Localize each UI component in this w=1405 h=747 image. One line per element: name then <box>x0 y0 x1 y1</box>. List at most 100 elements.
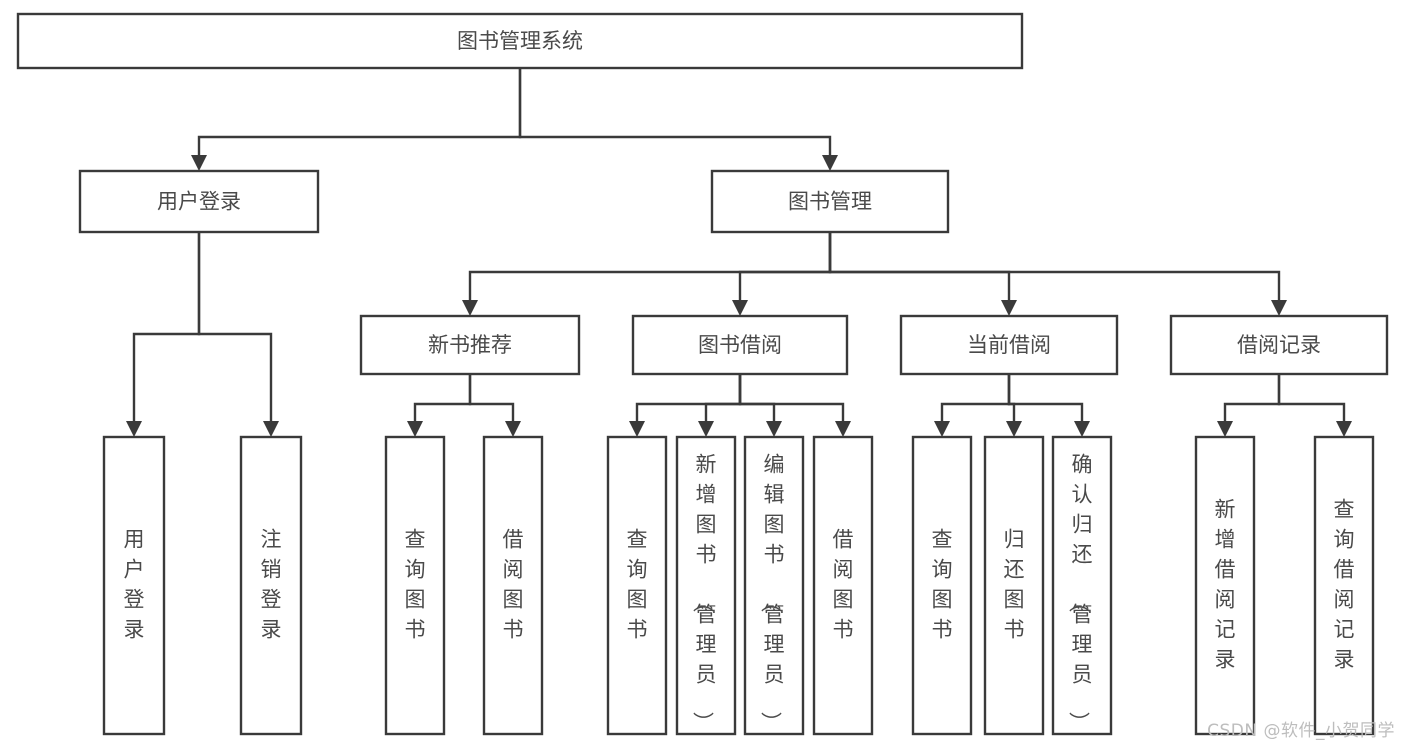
connector-book-manage-to-book-borrow <box>732 232 832 316</box>
connector-user-login-to-leaf-user-login <box>126 232 201 437</box>
connector-new-book-rec-to-leaf-query-book-1 <box>407 374 472 437</box>
node-label-new-book-rec: 新书推荐 <box>428 333 512 357</box>
node-leaf-edit-book[interactable]: 编辑图书（管理员） <box>743 435 805 736</box>
node-box-leaf-return-book[interactable] <box>983 435 1045 736</box>
node-leaf-query-book-1[interactable]: 查询图书 <box>384 435 446 736</box>
node-label-leaf-logout: 注销登录 <box>261 528 282 642</box>
connector-borrow-record-to-leaf-add-record <box>1217 374 1281 437</box>
arrow-head-icon <box>1336 421 1352 437</box>
arrow-head-icon <box>1271 300 1287 316</box>
connector-book-borrow-to-leaf-add-book <box>698 374 742 437</box>
arrow-head-icon <box>505 421 521 437</box>
node-leaf-query-book-3[interactable]: 查询图书 <box>911 435 973 736</box>
node-box-current-borrow[interactable] <box>899 314 1119 376</box>
arrow-head-icon <box>629 421 645 437</box>
node-box-leaf-add-book[interactable] <box>675 435 737 736</box>
node-box-leaf-borrow-book-1[interactable] <box>482 435 544 736</box>
node-leaf-user-login[interactable]: 用户登录 <box>102 435 166 736</box>
node-label-leaf-query-book-1: 查询图书 <box>405 528 426 642</box>
connector-book-manage-to-borrow-record <box>828 232 1287 316</box>
node-book-borrow[interactable]: 图书借阅 <box>631 314 849 376</box>
arrow-head-icon <box>263 421 279 437</box>
arrow-head-icon <box>835 421 851 437</box>
node-leaf-query-book-2[interactable]: 查询图书 <box>606 435 668 736</box>
node-label-leaf-add-record: 新增借阅记录 <box>1215 498 1236 672</box>
node-box-leaf-borrow-book-2[interactable] <box>812 435 874 736</box>
node-leaf-confirm-return[interactable]: 确认归还（管理员） <box>1051 435 1113 736</box>
node-box-leaf-query-book-2[interactable] <box>606 435 668 736</box>
node-box-leaf-user-login[interactable] <box>102 435 166 736</box>
node-box-leaf-logout[interactable] <box>239 435 303 736</box>
connector-book-borrow-to-leaf-edit-book <box>738 374 782 437</box>
arrow-head-icon <box>822 155 838 171</box>
node-box-leaf-add-record[interactable] <box>1194 435 1256 736</box>
node-leaf-borrow-book-2[interactable]: 借阅图书 <box>812 435 874 736</box>
node-leaf-logout[interactable]: 注销登录 <box>239 435 303 736</box>
node-user-login[interactable]: 用户登录 <box>78 169 320 234</box>
node-box-user-login[interactable] <box>78 169 320 234</box>
arrow-head-icon <box>1001 300 1017 316</box>
arrow-head-icon <box>934 421 950 437</box>
node-label-leaf-borrow-book-2: 借阅图书 <box>833 528 854 642</box>
node-box-leaf-confirm-return[interactable] <box>1051 435 1113 736</box>
arrow-head-icon <box>1074 421 1090 437</box>
connector-book-borrow-to-leaf-borrow-book-2 <box>738 374 851 437</box>
node-book-manage[interactable]: 图书管理 <box>710 169 950 234</box>
node-box-leaf-query-record[interactable] <box>1313 435 1375 736</box>
node-box-borrow-record[interactable] <box>1169 314 1389 376</box>
node-borrow-record[interactable]: 借阅记录 <box>1169 314 1389 376</box>
arrow-head-icon <box>1217 421 1233 437</box>
node-leaf-borrow-book-1[interactable]: 借阅图书 <box>482 435 544 736</box>
node-leaf-add-record[interactable]: 新增借阅记录 <box>1194 435 1256 736</box>
arrow-head-icon <box>191 155 207 171</box>
arrow-head-icon <box>462 300 478 316</box>
node-box-book-manage[interactable] <box>710 169 950 234</box>
connector-new-book-rec-to-leaf-borrow-book-1 <box>468 374 521 437</box>
connector-borrow-record-to-leaf-query-record <box>1277 374 1352 437</box>
node-label-leaf-query-record: 查询借阅记录 <box>1334 498 1355 672</box>
node-label-leaf-borrow-book-1: 借阅图书 <box>503 528 524 642</box>
node-label-book-borrow: 图书借阅 <box>698 333 782 357</box>
arrow-head-icon <box>766 421 782 437</box>
node-label-book-manage: 图书管理 <box>788 190 872 214</box>
node-box-book-borrow[interactable] <box>631 314 849 376</box>
connector-current-borrow-to-leaf-query-book-3 <box>934 374 1011 437</box>
connector-book-manage-to-current-borrow <box>828 232 1017 316</box>
connector-layer <box>126 68 1352 437</box>
node-leaf-return-book[interactable]: 归还图书 <box>983 435 1045 736</box>
arrow-head-icon <box>1006 421 1022 437</box>
node-box-leaf-edit-book[interactable] <box>743 435 805 736</box>
connector-root-to-book-manage <box>518 68 838 171</box>
node-label-leaf-add-book: 新增图书（管理员） <box>691 453 717 733</box>
arrow-head-icon <box>732 300 748 316</box>
connector-book-borrow-to-leaf-query-book-2 <box>629 374 742 437</box>
node-box-root[interactable] <box>16 12 1024 70</box>
node-label-leaf-query-book-3: 查询图书 <box>932 528 953 642</box>
arrow-head-icon <box>407 421 423 437</box>
node-root[interactable]: 图书管理系统 <box>16 12 1024 70</box>
node-label-leaf-return-book: 归还图书 <box>1004 528 1025 642</box>
node-label-leaf-user-login: 用户登录 <box>124 528 145 642</box>
connector-current-borrow-to-leaf-confirm-return <box>1007 374 1090 437</box>
node-label-root: 图书管理系统 <box>457 29 583 53</box>
node-layer: 图书管理系统用户登录图书管理新书推荐图书借阅当前借阅借阅记录用户登录注销登录查询… <box>16 12 1389 736</box>
node-current-borrow[interactable]: 当前借阅 <box>899 314 1119 376</box>
connector-root-to-user-login <box>191 68 522 171</box>
node-label-user-login: 用户登录 <box>157 190 241 214</box>
node-box-leaf-query-book-1[interactable] <box>384 435 446 736</box>
arrow-head-icon <box>698 421 714 437</box>
connector-book-manage-to-new-book-rec <box>462 232 832 316</box>
node-leaf-query-record[interactable]: 查询借阅记录 <box>1313 435 1375 736</box>
node-box-leaf-query-book-3[interactable] <box>911 435 973 736</box>
node-leaf-add-book[interactable]: 新增图书（管理员） <box>675 435 737 736</box>
node-label-leaf-confirm-return: 确认归还（管理员） <box>1067 453 1093 733</box>
node-box-new-book-rec[interactable] <box>359 314 581 376</box>
node-label-leaf-edit-book: 编辑图书（管理员） <box>759 453 785 733</box>
node-new-book-rec[interactable]: 新书推荐 <box>359 314 581 376</box>
node-label-current-borrow: 当前借阅 <box>967 333 1051 357</box>
node-label-leaf-query-book-2: 查询图书 <box>627 528 648 642</box>
connector-user-login-to-leaf-logout <box>197 232 279 437</box>
arrow-head-icon <box>126 421 142 437</box>
